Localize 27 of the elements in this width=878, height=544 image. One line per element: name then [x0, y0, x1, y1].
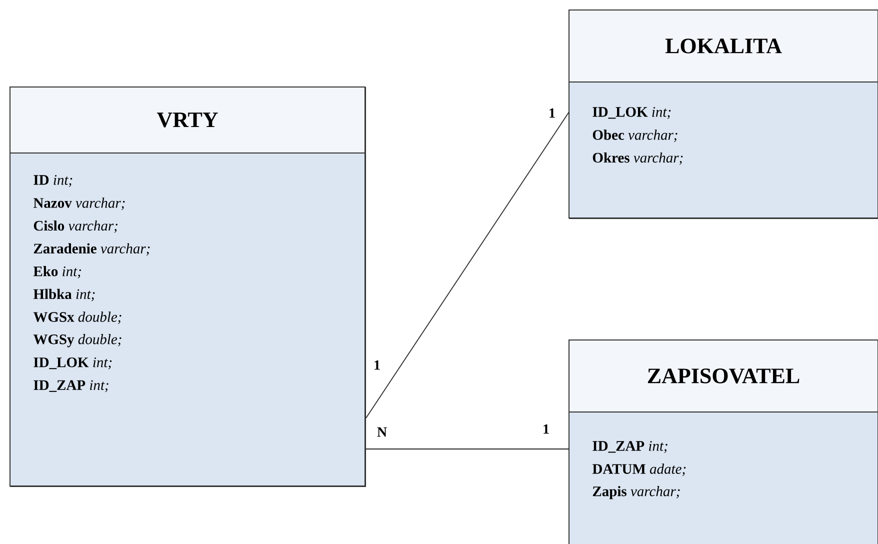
attribute-line: Nazov varchar;: [33, 198, 125, 210]
attribute-line: DATUM adate;: [592, 464, 686, 476]
relationship-line: [366, 112, 570, 418]
attribute-line: WGSx double;: [33, 312, 122, 324]
table-title: VRTY: [156, 112, 218, 128]
table-title: ZAPISOVATEL: [648, 368, 800, 384]
attribute-line: ID_ZAP int;: [34, 380, 108, 392]
attribute-line: ID_ZAP int;: [592, 441, 668, 453]
cardinality-label: 1: [544, 424, 549, 434]
relationship-line: [366, 448, 570, 450]
attribute-line: Eko int;: [33, 266, 81, 278]
attribute-line: ID_LOK int;: [34, 358, 112, 370]
attribute-line: ID_LOK int;: [592, 107, 671, 119]
entity-table: [10, 86, 366, 487]
entity-table: [568, 10, 878, 219]
attribute-line: Hlbka int;: [33, 288, 95, 302]
attribute-line: Cislo varchar;: [34, 220, 118, 233]
attribute-line: Obec varchar;: [592, 130, 678, 142]
attribute-line: Zaradenie varchar;: [34, 243, 150, 256]
entity-table: [568, 340, 878, 544]
attribute-line: Okres varchar;: [592, 152, 683, 165]
attribute-line: WGSy double;: [33, 334, 122, 348]
cardinality-label: 1: [550, 108, 555, 118]
cardinality-label: N: [377, 427, 387, 437]
attribute-line: ID int;: [34, 175, 72, 187]
table-title: LOKALITA: [665, 38, 782, 54]
attribute-line: Zapis varchar;: [592, 486, 680, 500]
